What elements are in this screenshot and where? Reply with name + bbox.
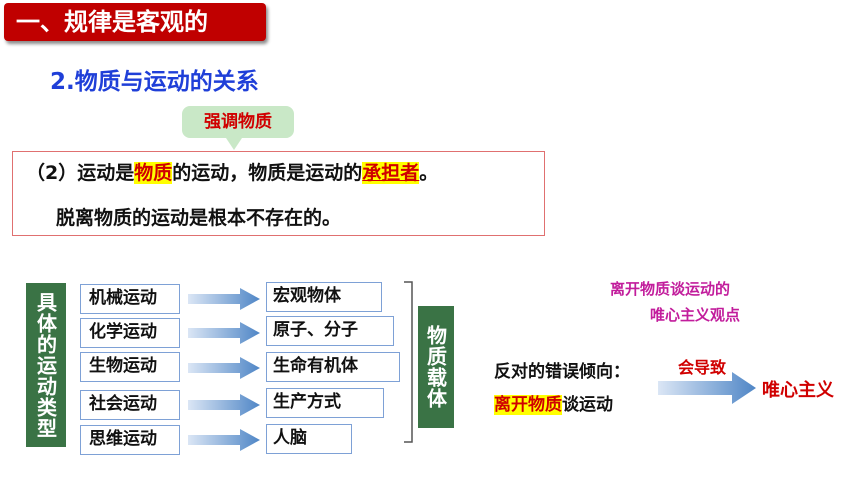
oppose-label: 反对的错误倾向：	[494, 362, 630, 382]
right-arrow-icon	[188, 394, 260, 416]
right-bracket-icon	[404, 281, 413, 443]
wrong-tendency-rest: 谈运动	[562, 395, 613, 415]
motion-type-item: 思维运动	[80, 425, 180, 455]
result-arrow-icon	[658, 372, 756, 404]
statement-middle: 的运动，物质是运动的	[172, 162, 363, 184]
statement-prefix: （2）运动是	[26, 162, 135, 184]
carrier-item: 生产方式	[266, 388, 384, 418]
statement-line-2: 脱离物质的运动是根本不存在的。	[56, 207, 342, 229]
carrier-item: 生命有机体	[266, 352, 400, 382]
motion-types-label: 具体的运动类型	[26, 283, 66, 447]
wrong-tendency: 离开物质谈运动	[494, 390, 613, 415]
annotation-line-1: 离开物质谈运动的	[610, 280, 731, 298]
leads-to-label: 会导致	[678, 358, 727, 377]
carrier-item: 原子、分子	[266, 316, 394, 346]
right-arrow-icon	[188, 322, 260, 344]
material-carrier-label: 物质载体	[418, 306, 454, 428]
statement-line-1: （2）运动是物质的运动，物质是运动的承担者。	[26, 158, 438, 185]
carrier-item: 人脑	[266, 424, 352, 454]
carrier-item: 宏观物体	[266, 282, 382, 312]
highlight-matter: 物质	[134, 162, 173, 184]
statement-end: 。	[419, 162, 439, 184]
highlight-leave-matter: 离开物质	[494, 395, 562, 415]
motion-type-item: 生物运动	[80, 352, 180, 382]
motion-type-item: 化学运动	[80, 318, 180, 348]
right-arrow-icon	[188, 429, 260, 451]
motion-type-item: 机械运动	[80, 284, 180, 314]
section-title: 一、规律是客观的	[4, 3, 266, 41]
callout-pointer	[226, 138, 242, 150]
right-arrow-icon	[188, 288, 260, 310]
right-arrow-icon	[188, 357, 260, 379]
annotation-line-2: 唯心主义观点	[650, 306, 741, 324]
highlight-bearer: 承担者	[362, 162, 420, 184]
motion-type-item: 社会运动	[80, 390, 180, 420]
emphasis-callout: 强调物质	[182, 106, 294, 138]
statement-box	[12, 151, 545, 236]
subtitle: 2.物质与运动的关系	[50, 69, 259, 95]
idealism-result: 唯心主义	[762, 380, 834, 401]
